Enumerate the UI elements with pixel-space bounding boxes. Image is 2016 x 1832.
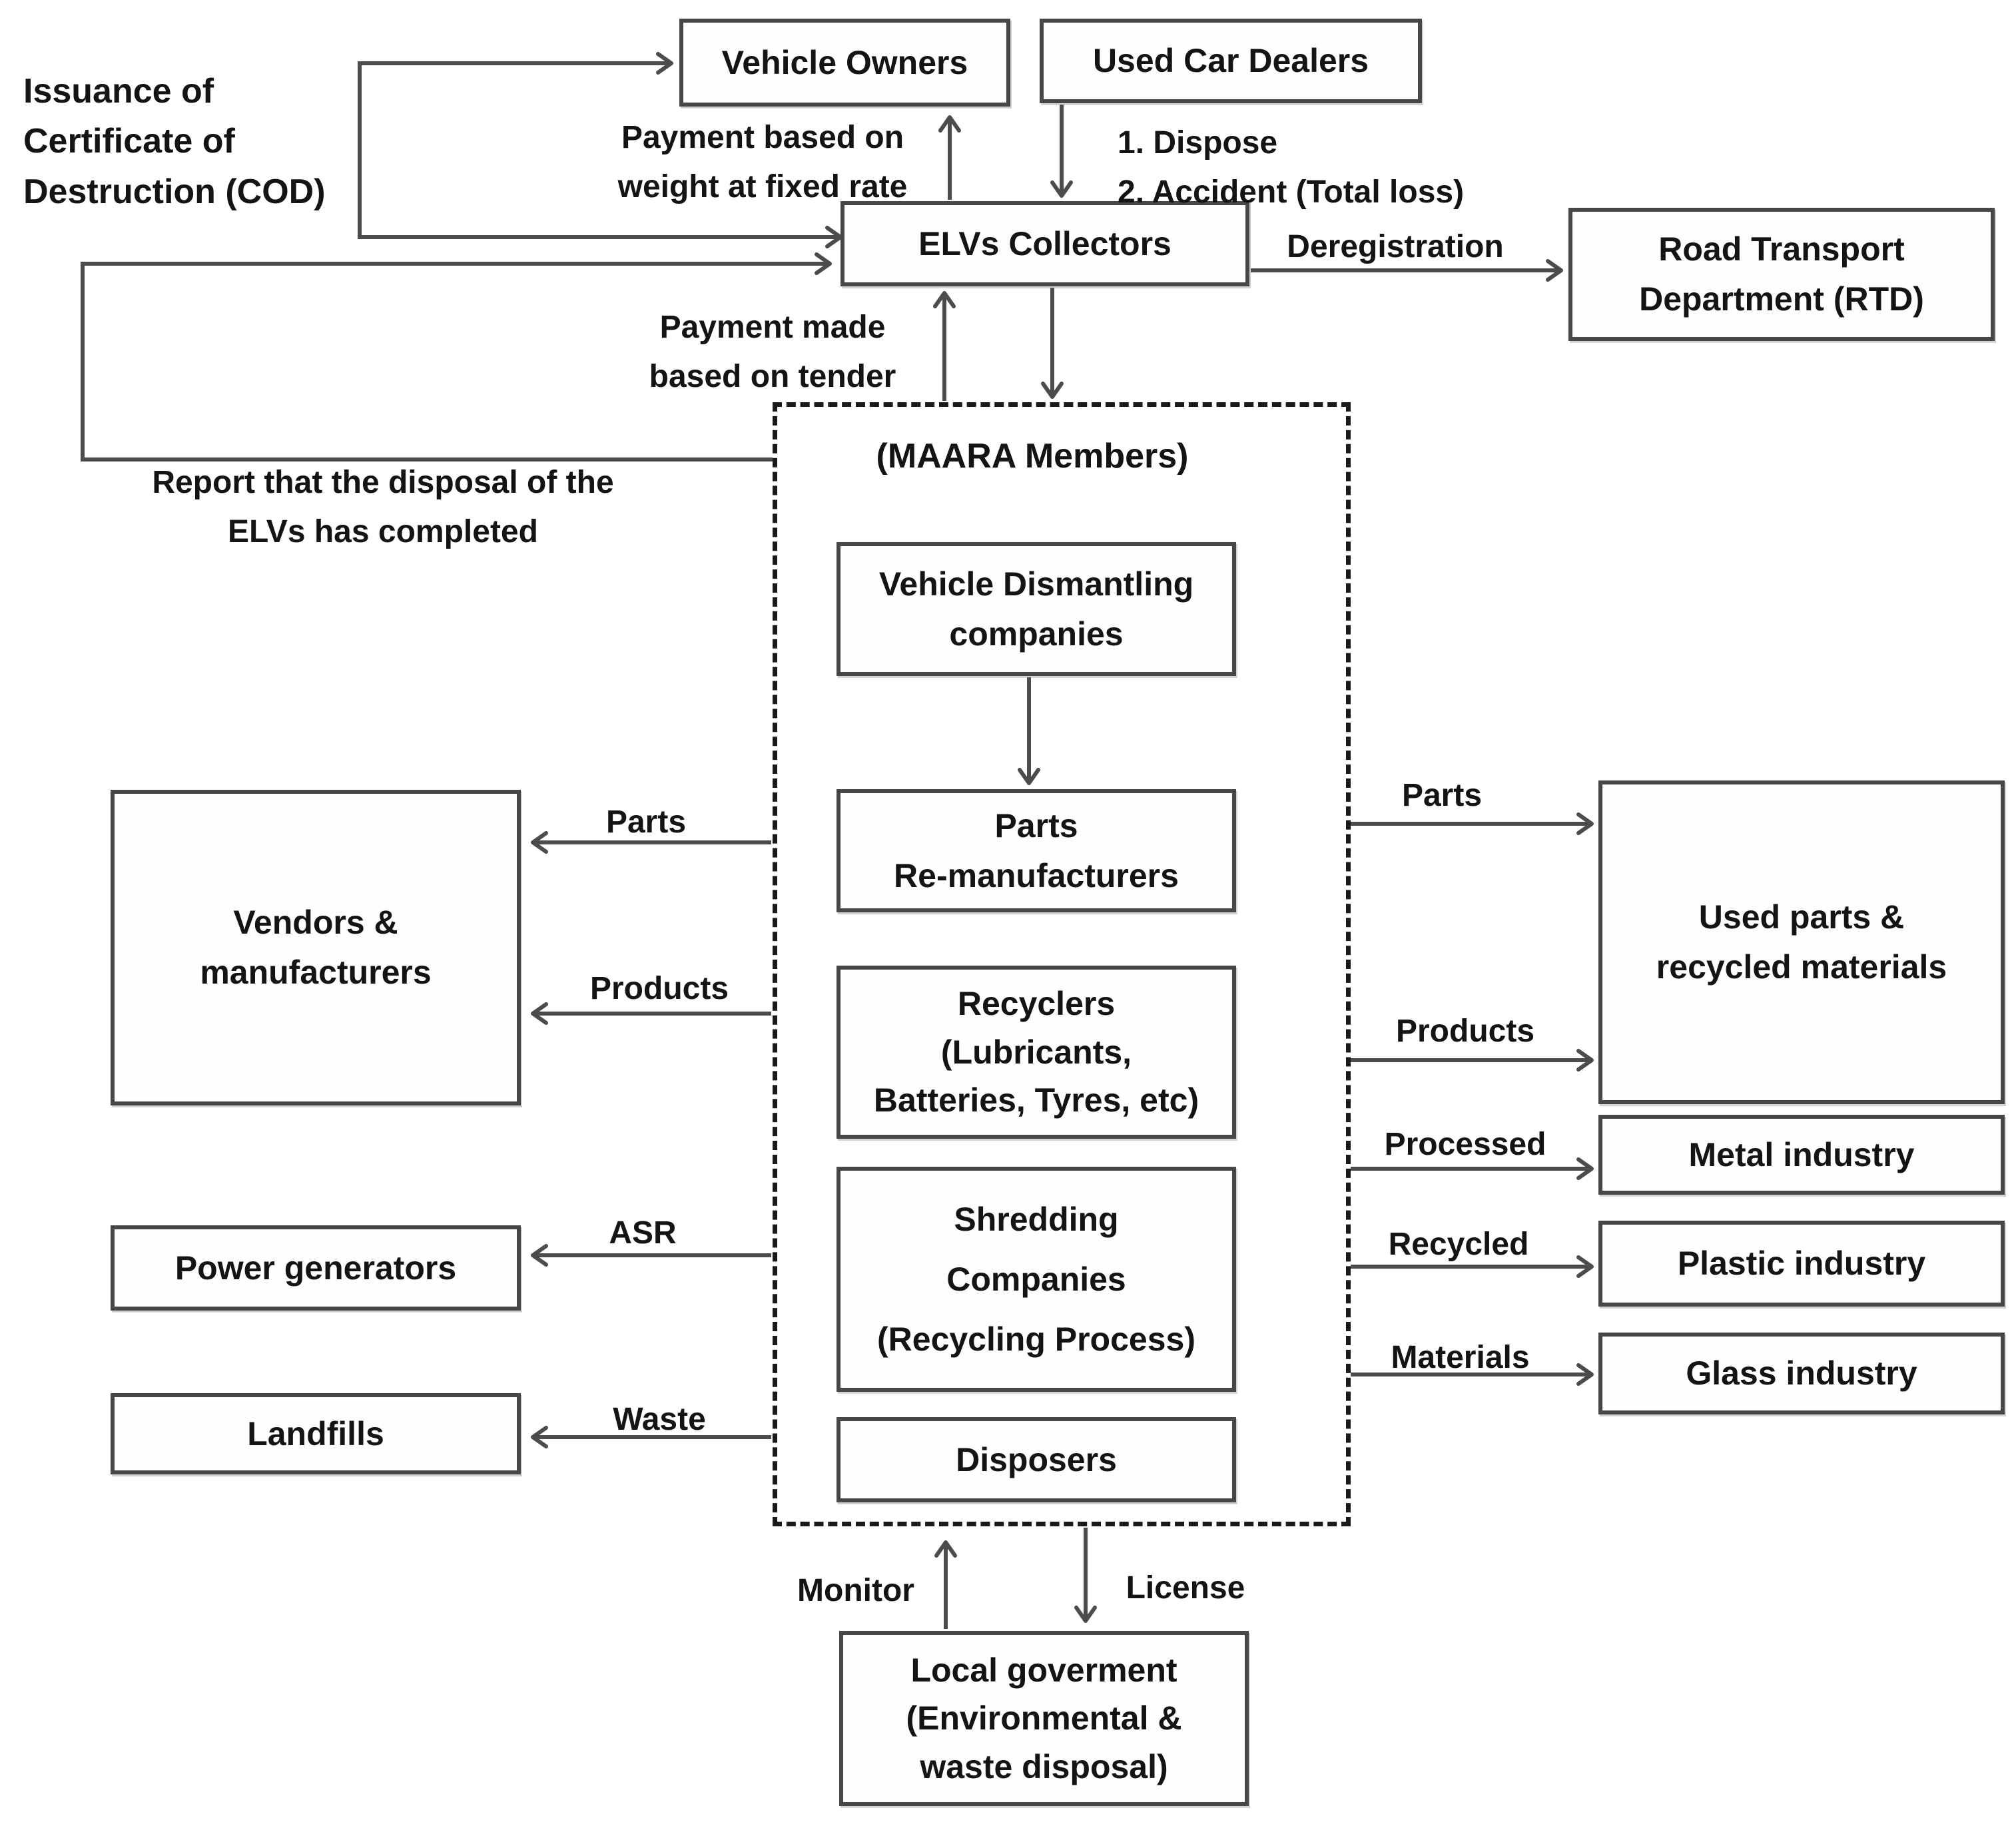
vendors-manufacturers-label: Vendors & manufacturers <box>200 904 432 991</box>
label-report-disposal: Report that the disposal of the ELVs has… <box>152 465 614 550</box>
label-parts-to-market: Parts <box>1401 778 1483 813</box>
label-processed: Processed <box>1384 1127 1546 1162</box>
label-recycled: Recycled <box>1388 1227 1529 1262</box>
node-disposers: Disposers <box>837 1417 1236 1502</box>
recyclers-label: Recyclers (Lubricants, Batteries, Tyres,… <box>873 985 1199 1119</box>
vehicle-owners-label: Vehicle Owners <box>721 43 968 81</box>
used-car-dealers-label: Used Car Dealers <box>1092 42 1369 79</box>
maara-members-title: (MAARA Members) <box>876 437 1189 475</box>
node-glass-industry: Glass industry <box>1598 1333 2005 1414</box>
label-monitor: Monitor <box>797 1573 914 1608</box>
node-local-government: Local goverment (Environmental & waste d… <box>839 1631 1249 1806</box>
shredding-companies-label: Shredding Companies (Recycling Process) <box>877 1201 1195 1358</box>
node-landfills: Landfills <box>111 1393 521 1474</box>
label-asr: ASR <box>609 1215 677 1251</box>
node-metal-industry: Metal industry <box>1598 1115 2005 1195</box>
label-payment-tender: Payment made based on tender <box>649 310 896 395</box>
landfills-label: Landfills <box>247 1414 384 1452</box>
node-vendors-manufacturers: Vendors & manufacturers <box>111 790 521 1105</box>
label-waste: Waste <box>613 1402 706 1437</box>
node-shredding-companies: Shredding Companies (Recycling Process) <box>837 1167 1236 1392</box>
maara-members-group-outline <box>773 402 1351 1526</box>
label-deregistration: Deregistration <box>1287 229 1504 264</box>
label-products-to-market: Products <box>1395 1014 1535 1049</box>
label-payment-weight: Payment based on weight at fixed rate <box>617 120 908 205</box>
node-used-car-dealers: Used Car Dealers <box>1040 19 1422 103</box>
rtd-label: Road Transport Department (RTD) <box>1639 230 1924 318</box>
label-parts-to-vendors: Parts <box>605 804 687 840</box>
node-used-parts-recycled-materials: Used parts & recycled materials <box>1598 780 2005 1104</box>
label-materials: Materials <box>1391 1340 1530 1375</box>
label-issuance-cod: Issuance of Certificate of Destruction (… <box>23 72 326 211</box>
metal-industry-label: Metal industry <box>1688 1135 1915 1173</box>
glass-industry-label: Glass industry <box>1686 1355 1917 1392</box>
node-vehicle-owners: Vehicle Owners <box>679 19 1010 107</box>
label-products-to-vendors: Products <box>589 971 729 1006</box>
node-road-transport-department: Road Transport Department (RTD) <box>1568 208 1995 341</box>
node-recyclers: Recyclers (Lubricants, Batteries, Tyres,… <box>837 966 1236 1139</box>
node-plastic-industry: Plastic industry <box>1598 1221 2005 1307</box>
node-elvs-collectors: ELVs Collectors <box>840 201 1249 286</box>
disposers-label: Disposers <box>956 1440 1117 1478</box>
node-parts-remanufacturers: Parts Re-manufacturers <box>837 789 1236 912</box>
plastic-industry-label: Plastic industry <box>1677 1245 1926 1282</box>
local-government-label: Local goverment (Environmental & waste d… <box>906 1651 1182 1785</box>
parts-remanufacturers-label: Parts Re-manufacturers <box>894 806 1179 894</box>
label-license: License <box>1126 1570 1245 1606</box>
label-dealer-reasons: 1. Dispose 2. Accident (Total loss) <box>1118 125 1465 210</box>
node-power-generators: Power generators <box>111 1225 521 1311</box>
vehicle-dismantling-label: Vehicle Dismantling companies <box>878 565 1194 653</box>
edge-cod-loop-arrow <box>358 52 842 248</box>
used-parts-recycled-materials-label: Used parts & recycled materials <box>1656 898 1947 986</box>
node-vehicle-dismantling: Vehicle Dismantling companies <box>837 542 1236 676</box>
edge-report-loop-arrow <box>81 252 832 461</box>
power-generators-label: Power generators <box>174 1249 457 1287</box>
elvs-collectors-label: ELVs Collectors <box>918 224 1172 262</box>
